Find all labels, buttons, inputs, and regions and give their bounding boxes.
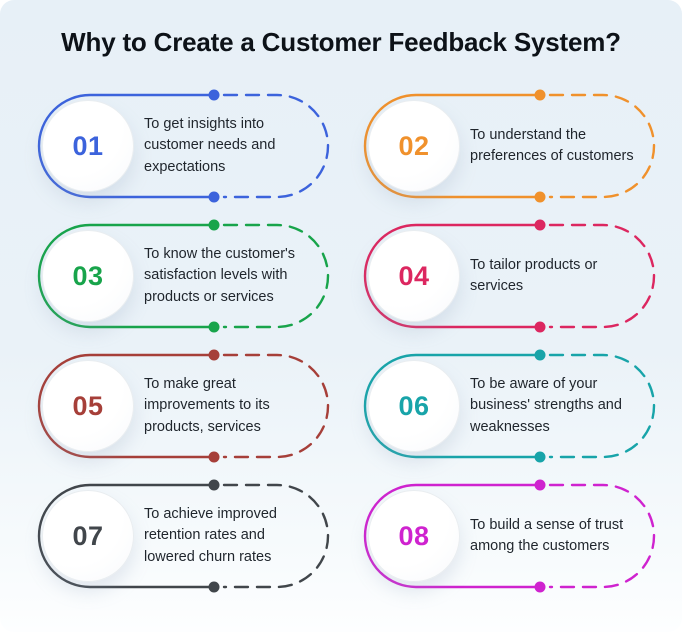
top-dot-icon: [208, 89, 220, 101]
top-dot-icon: [208, 219, 220, 231]
pill-solid-stroke: [363, 483, 542, 589]
bottom-dot-icon: [208, 321, 220, 333]
item-description: To be aware of your business' strengths …: [470, 349, 658, 463]
description-line: business' strengths and: [470, 397, 622, 414]
item-description: To build a sense of trust among the cust…: [470, 479, 658, 593]
number-badge: 01: [42, 100, 134, 192]
description-line: products, services: [144, 418, 261, 435]
bottom-dot-icon: [208, 191, 220, 203]
pill-dashed-stroke: [548, 483, 656, 589]
pill-dashed-stroke: [548, 353, 656, 459]
item-description: To understand the preferences of custome…: [470, 89, 658, 203]
pill-dashed-stroke: [548, 93, 656, 199]
item-number: 03: [72, 260, 104, 291]
pill-dashed-stroke: [222, 93, 330, 199]
description-line: retention rates and: [144, 527, 265, 544]
description-line: satisfaction levels with: [144, 267, 288, 284]
bottom-dot-icon: [534, 321, 546, 333]
pill-solid-stroke: [37, 93, 216, 199]
pill-outline-icon: [363, 479, 656, 593]
description-line: To build a sense of trust: [470, 516, 624, 533]
bottom-dot-icon: [534, 451, 546, 463]
description-line: customer needs and: [144, 137, 276, 154]
feedback-reason-card-02: 02 To understand the preferences of cust…: [360, 89, 660, 203]
feedback-reason-card-05: 05 To make great improvements to its pro…: [34, 349, 334, 463]
item-number: 07: [72, 520, 104, 551]
feedback-reason-card-01: 01 To get insights into customer needs a…: [34, 89, 334, 203]
number-badge: 05: [42, 360, 134, 452]
number-badge: 04: [368, 230, 460, 322]
pill-solid-stroke: [37, 483, 216, 589]
description-line: expectations: [144, 158, 226, 175]
pill-outline-icon: [363, 219, 656, 333]
pill-solid-stroke: [363, 223, 542, 329]
top-dot-icon: [534, 349, 546, 361]
item-number: 08: [398, 520, 430, 551]
item-number: 04: [398, 260, 430, 291]
top-dot-icon: [534, 219, 546, 231]
items-grid: 01 To get insights into customer needs a…: [34, 89, 682, 593]
pill-solid-stroke: [37, 223, 216, 329]
feedback-reason-card-04: 04 To tailor products or services: [360, 219, 660, 333]
description-line: preferences of customers: [470, 148, 634, 164]
top-dot-icon: [534, 479, 546, 491]
top-dot-icon: [208, 479, 220, 491]
item-number: 02: [398, 130, 430, 161]
feedback-reason-card-03: 03 To know the customer's satisfaction l…: [34, 219, 334, 333]
item-number: 06: [398, 390, 430, 421]
item-description: To know the customer's satisfaction leve…: [144, 219, 332, 333]
pill-solid-stroke: [363, 93, 542, 199]
description-line: services: [470, 278, 524, 294]
description-line: To understand the: [470, 126, 587, 143]
pill-solid-stroke: [363, 353, 542, 459]
description-line: To achieve improved: [144, 506, 277, 523]
pill-dashed-stroke: [222, 353, 330, 459]
pill-outline-icon: [37, 349, 330, 463]
description-line: improvements to its: [144, 397, 270, 414]
item-description: To make great improvements to its produc…: [144, 349, 332, 463]
description-line: products or services: [144, 288, 274, 305]
pill-dashed-stroke: [222, 223, 330, 329]
feedback-reason-card-06: 06 To be aware of your business' strengt…: [360, 349, 660, 463]
number-badge: 08: [368, 490, 460, 582]
pill-outline-icon: [37, 89, 330, 203]
description-line: To make great: [144, 376, 236, 393]
pill-dashed-stroke: [548, 223, 656, 329]
feedback-reason-card-07: 07 To achieve improved retention rates a…: [34, 479, 334, 593]
pill-outline-icon: [363, 89, 656, 203]
description-line: among the customers: [470, 538, 610, 554]
description-line: To be aware of your: [470, 376, 598, 393]
top-dot-icon: [208, 349, 220, 361]
page-title: Why to Create a Customer Feedback System…: [61, 27, 621, 57]
description-line: lowered churn rates: [144, 548, 272, 565]
description-line: weaknesses: [470, 418, 550, 435]
description-line: To get insights into: [144, 116, 265, 133]
item-description: To get insights into customer needs and …: [144, 89, 332, 203]
pill-outline-icon: [37, 479, 330, 593]
description-line: To know the customer's: [144, 246, 296, 263]
item-number: 05: [72, 390, 104, 421]
item-description: To tailor products or services: [470, 219, 658, 333]
pill-outline-icon: [37, 219, 330, 333]
item-description: To achieve improved retention rates and …: [144, 479, 332, 593]
pill-solid-stroke: [37, 353, 216, 459]
number-badge: 02: [368, 100, 460, 192]
top-dot-icon: [534, 89, 546, 101]
bottom-dot-icon: [534, 191, 546, 203]
description-line: To tailor products or: [470, 256, 598, 273]
bottom-dot-icon: [208, 451, 220, 463]
bottom-dot-icon: [534, 581, 546, 593]
number-badge: 03: [42, 230, 134, 322]
pill-outline-icon: [363, 349, 656, 463]
number-badge: 06: [368, 360, 460, 452]
pill-dashed-stroke: [222, 483, 330, 589]
number-badge: 07: [42, 490, 134, 582]
item-number: 01: [72, 130, 104, 161]
bottom-dot-icon: [208, 581, 220, 593]
feedback-reason-card-08: 08 To build a sense of trust among the c…: [360, 479, 660, 593]
